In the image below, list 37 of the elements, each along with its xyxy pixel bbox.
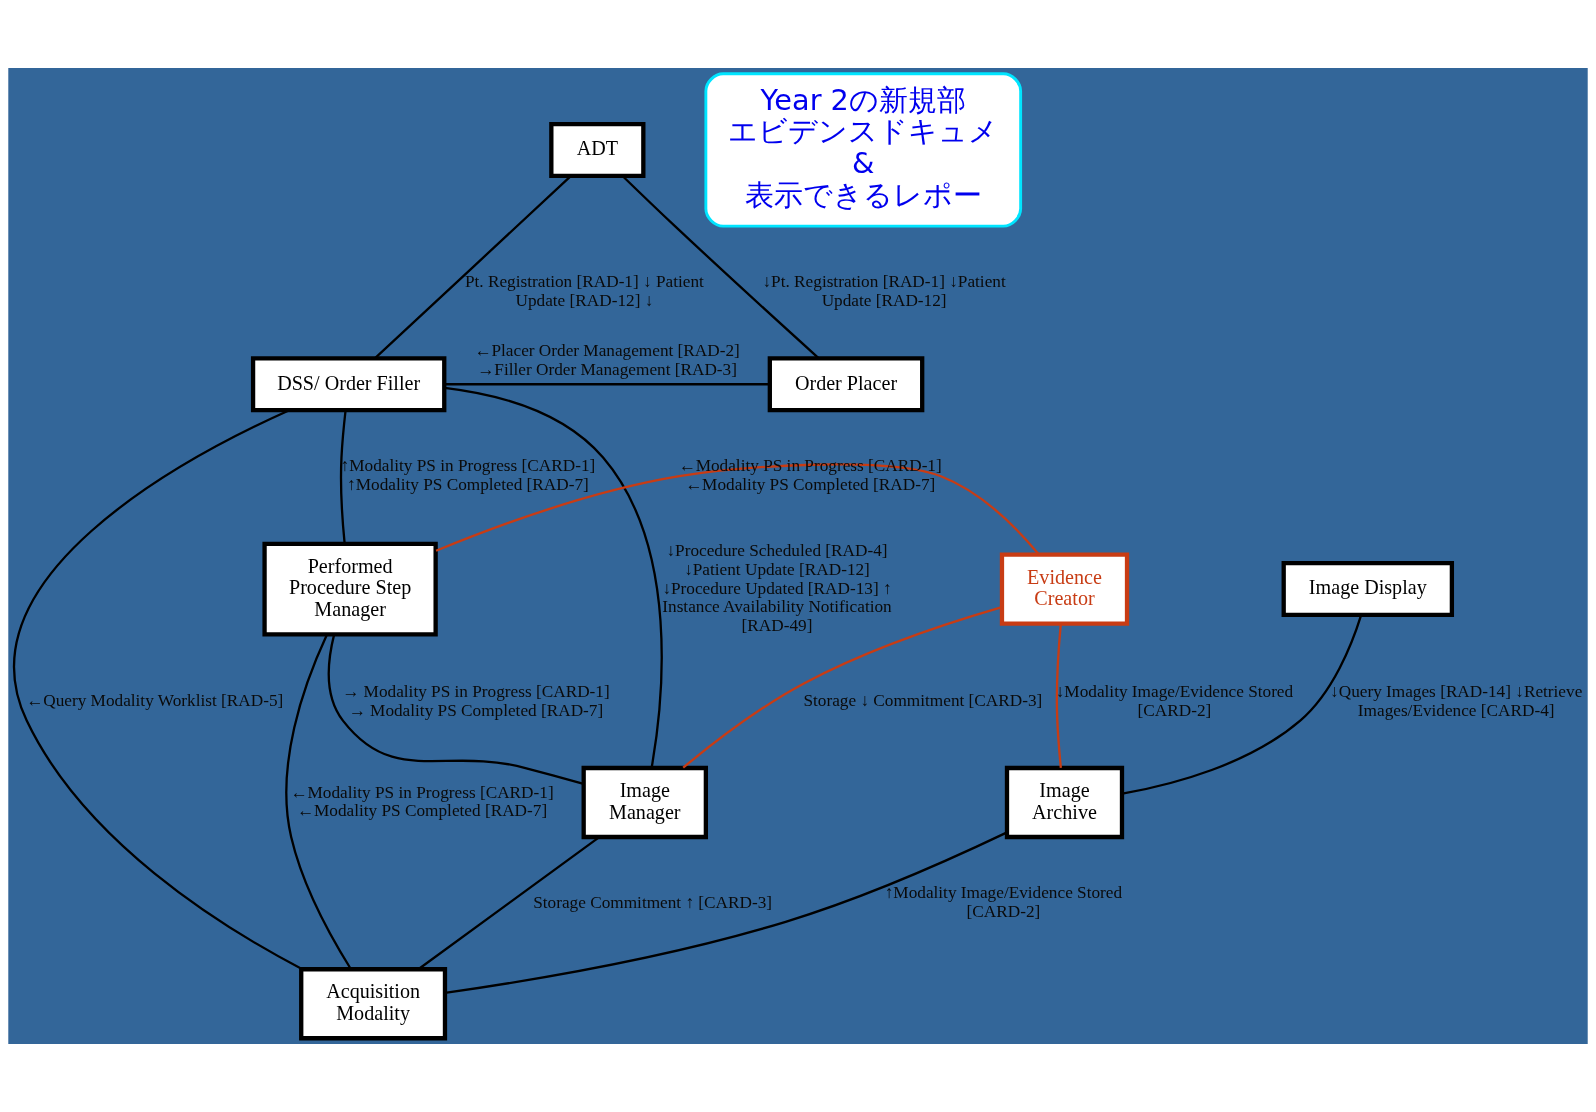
edge-label: Storage Commitment ↑ [CARD-3] xyxy=(533,892,773,912)
edge-label: ←Modality PS in Progress [CARD-1] ←Modality PS Completed [RAD-7] xyxy=(290,782,554,821)
connector xyxy=(339,410,347,544)
connector xyxy=(14,409,303,971)
edge-label: Pt. Registration [RAD-1] ↓ Patient Update [RAD-12] ↓ xyxy=(464,272,704,311)
edge-label: Storage ↓ Commitment [CARD-3] xyxy=(803,691,1043,711)
connector xyxy=(444,831,1007,995)
node-box: Image Manager xyxy=(581,765,708,840)
connector xyxy=(1055,623,1062,768)
node-box: Image Display xyxy=(1281,561,1455,618)
edge-label: ←Placer Order Management [RAD-2] →Filler Order Management [RAD-3] xyxy=(474,341,740,380)
node-box: Performed Procedure Step Manager xyxy=(262,541,438,637)
edge-label: → Modality PS in Progress [CARD-1] → Modality PS Completed [RAD-7] xyxy=(342,682,610,720)
connector xyxy=(327,634,584,785)
edge-label: ↓Modality Image/Evidence Stored [CARD-2] xyxy=(1055,682,1294,720)
node-box: DSS/ Order Filler xyxy=(250,356,447,413)
connector xyxy=(374,175,572,360)
edge-label: ↓Pt. Registration [RAD-1] ↓Patient Update [RAD-12] xyxy=(762,272,1006,311)
edge-label: ↑Modality PS in Progress [CARD-1] ↑Modality PS Completed [RAD-7] xyxy=(340,456,596,495)
node-box: Image Archive xyxy=(1004,765,1125,840)
node-box: Evidence Creator xyxy=(999,552,1130,626)
edge-label: ↓Procedure Scheduled [RAD-4] ↓Patient Update [RAD-12] ↓Procedure Updated [RAD-13] ↑ Instance Availability Notification [RAD-49] xyxy=(662,541,892,635)
connector xyxy=(622,175,820,359)
edge-label: ↓Query Images [RAD-14] ↓Retrieve Images/Evidence [CARD-4] xyxy=(1330,682,1583,720)
node-box: Order Placer xyxy=(767,356,925,413)
node-box: Acquisition Modality xyxy=(299,967,448,1041)
edge-label: ←Query Modality Worklist [RAD-5] xyxy=(25,691,284,711)
connector xyxy=(682,606,1003,769)
connector xyxy=(1122,614,1363,795)
connector xyxy=(435,463,1040,555)
node-box: ADT xyxy=(549,121,646,178)
connector xyxy=(444,386,663,768)
connector xyxy=(418,836,600,970)
node-box: Year 2の新規部 エビデンスドキュメ & 表示できるレポー xyxy=(704,72,1023,228)
edge-label: ↑Modality Image/Evidence Stored [CARD-2] xyxy=(884,883,1123,921)
connector xyxy=(444,383,770,386)
connector xyxy=(285,634,352,970)
